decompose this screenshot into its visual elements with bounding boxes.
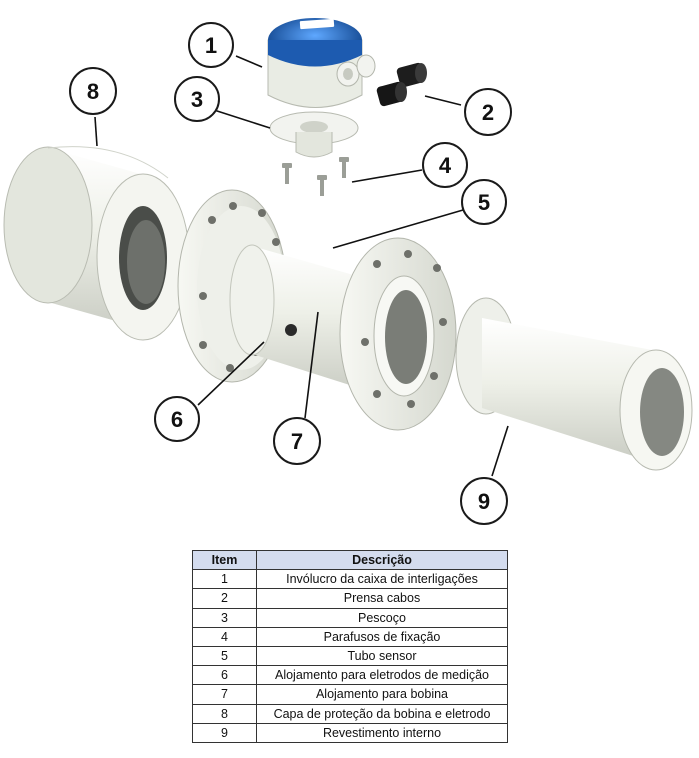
table-row: 3 Pescoço — [192, 607, 508, 628]
item-number-cell: 2 — [192, 588, 257, 609]
item-number-cell: 1 — [192, 569, 257, 590]
callout-9: 9 — [460, 477, 508, 525]
table-row: 6 Alojamento para eletrodos de medição — [192, 665, 508, 686]
table-row: 1 Invólucro da caixa de interligações — [192, 569, 508, 590]
item-number-cell: 4 — [192, 626, 257, 647]
neck-part — [269, 111, 359, 158]
description-cell: Revestimento interno — [256, 722, 508, 743]
item-number-cell: 6 — [192, 665, 257, 686]
callout-1: 1 — [188, 22, 234, 68]
fixing-screws-part — [282, 157, 349, 196]
item-number-cell: 8 — [192, 703, 257, 724]
item-number-cell: 7 — [192, 684, 257, 705]
description-cell: Pescoço — [256, 607, 508, 628]
svg-text:1: 1 — [205, 33, 217, 58]
cable-glands-part — [376, 62, 427, 107]
callout-4: 4 — [422, 142, 468, 188]
svg-text:5: 5 — [478, 190, 490, 215]
table-row: 8 Capa de proteção da bobina e eletrodo — [192, 703, 508, 724]
svg-text:7: 7 — [291, 429, 303, 454]
svg-text:2: 2 — [482, 100, 494, 125]
callout-8: 8 — [69, 67, 117, 115]
description-cell: Alojamento para eletrodos de medição — [256, 665, 508, 686]
parts-table: Item Descrição 1 Invólucro da caixa de i… — [192, 549, 508, 743]
column-header-item: Item — [192, 549, 257, 571]
description-cell: Parafusos de fixação — [256, 626, 508, 647]
leader-lines — [94, 55, 509, 477]
junction-housing-part — [267, 18, 376, 108]
sensor-tube-part — [177, 189, 457, 431]
description-cell: Capa de proteção da bobina e eletrodo — [256, 703, 508, 724]
svg-text:9: 9 — [478, 489, 490, 514]
callout-5: 5 — [461, 179, 507, 225]
table-header-row: Item Descrição — [192, 549, 508, 571]
callout-2: 2 — [464, 88, 512, 136]
svg-text:3: 3 — [191, 87, 203, 112]
svg-text:6: 6 — [171, 407, 183, 432]
table-row: 5 Tubo sensor — [192, 645, 508, 667]
item-number-cell: 5 — [192, 645, 257, 667]
svg-text:8: 8 — [87, 79, 99, 104]
description-cell: Invólucro da caixa de interligações — [256, 569, 508, 590]
table-row: 2 Prensa cabos — [192, 588, 508, 609]
svg-text:4: 4 — [439, 153, 452, 178]
protective-cap-part — [3, 146, 190, 341]
item-number-cell: 3 — [192, 607, 257, 628]
column-header-description: Descrição — [256, 549, 508, 571]
table-row: 9 Revestimento interno — [192, 722, 508, 743]
item-number-cell: 9 — [192, 722, 257, 743]
exploded-view-drawing: 1 2 3 4 5 6 7 8 9 — [3, 18, 693, 525]
table-row: 4 Parafusos de fixação — [192, 626, 508, 647]
inner-lining-part — [455, 297, 693, 471]
callout-6: 6 — [154, 396, 200, 442]
description-cell: Alojamento para bobina — [256, 684, 508, 705]
callout-7: 7 — [273, 417, 321, 465]
description-cell: Prensa cabos — [256, 588, 508, 609]
callout-3: 3 — [174, 76, 220, 122]
table-row: 7 Alojamento para bobina — [192, 684, 508, 705]
description-cell: Tubo sensor — [256, 645, 508, 667]
